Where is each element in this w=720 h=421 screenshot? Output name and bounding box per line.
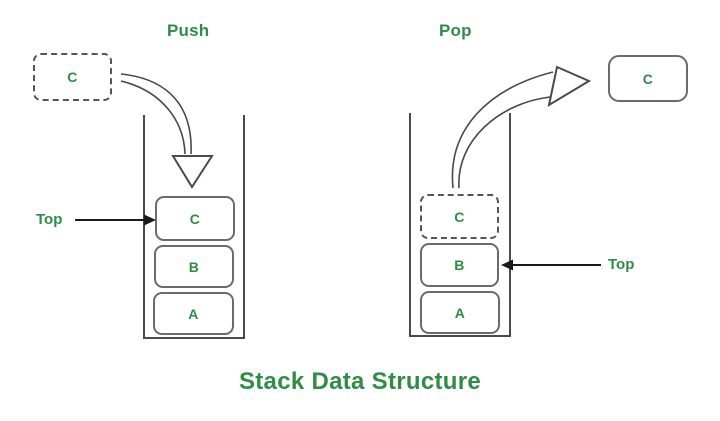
push-stack-node-c-label: C [189, 210, 201, 227]
push-incoming-node-label: C [67, 69, 78, 85]
push-stack-node-b-label: B [188, 258, 200, 275]
pop-stack-node-c-label: C [454, 208, 465, 225]
pop-stack-node-a-label: A [454, 304, 466, 321]
push-stack-container [143, 115, 245, 339]
push-stack-node-c: C [155, 196, 235, 241]
pop-popped-node: C [608, 55, 688, 102]
diagram-title: Stack Data Structure [238, 368, 482, 395]
push-stack-node-b: B [154, 245, 234, 288]
pop-stack-node-a: A [420, 291, 500, 334]
pop-section-label: Pop [439, 21, 472, 40]
pop-top-arrow [501, 259, 601, 271]
pop-popped-node-label: C [642, 70, 654, 87]
pop-stack-node-c-dashed: C [420, 194, 499, 239]
pop-stack-node-b-label: B [454, 257, 465, 273]
pop-stack-node-b: B [420, 243, 499, 287]
pop-stack-container [409, 113, 511, 337]
pop-arrowhead [547, 65, 592, 108]
pop-top-pointer-label: Top [608, 256, 635, 273]
push-section-label: Push [167, 21, 210, 40]
push-stack-node-a: A [153, 292, 234, 335]
push-incoming-node: C [33, 53, 112, 101]
push-top-pointer-label: Top [36, 211, 63, 228]
push-stack-node-a-label: A [188, 305, 199, 322]
